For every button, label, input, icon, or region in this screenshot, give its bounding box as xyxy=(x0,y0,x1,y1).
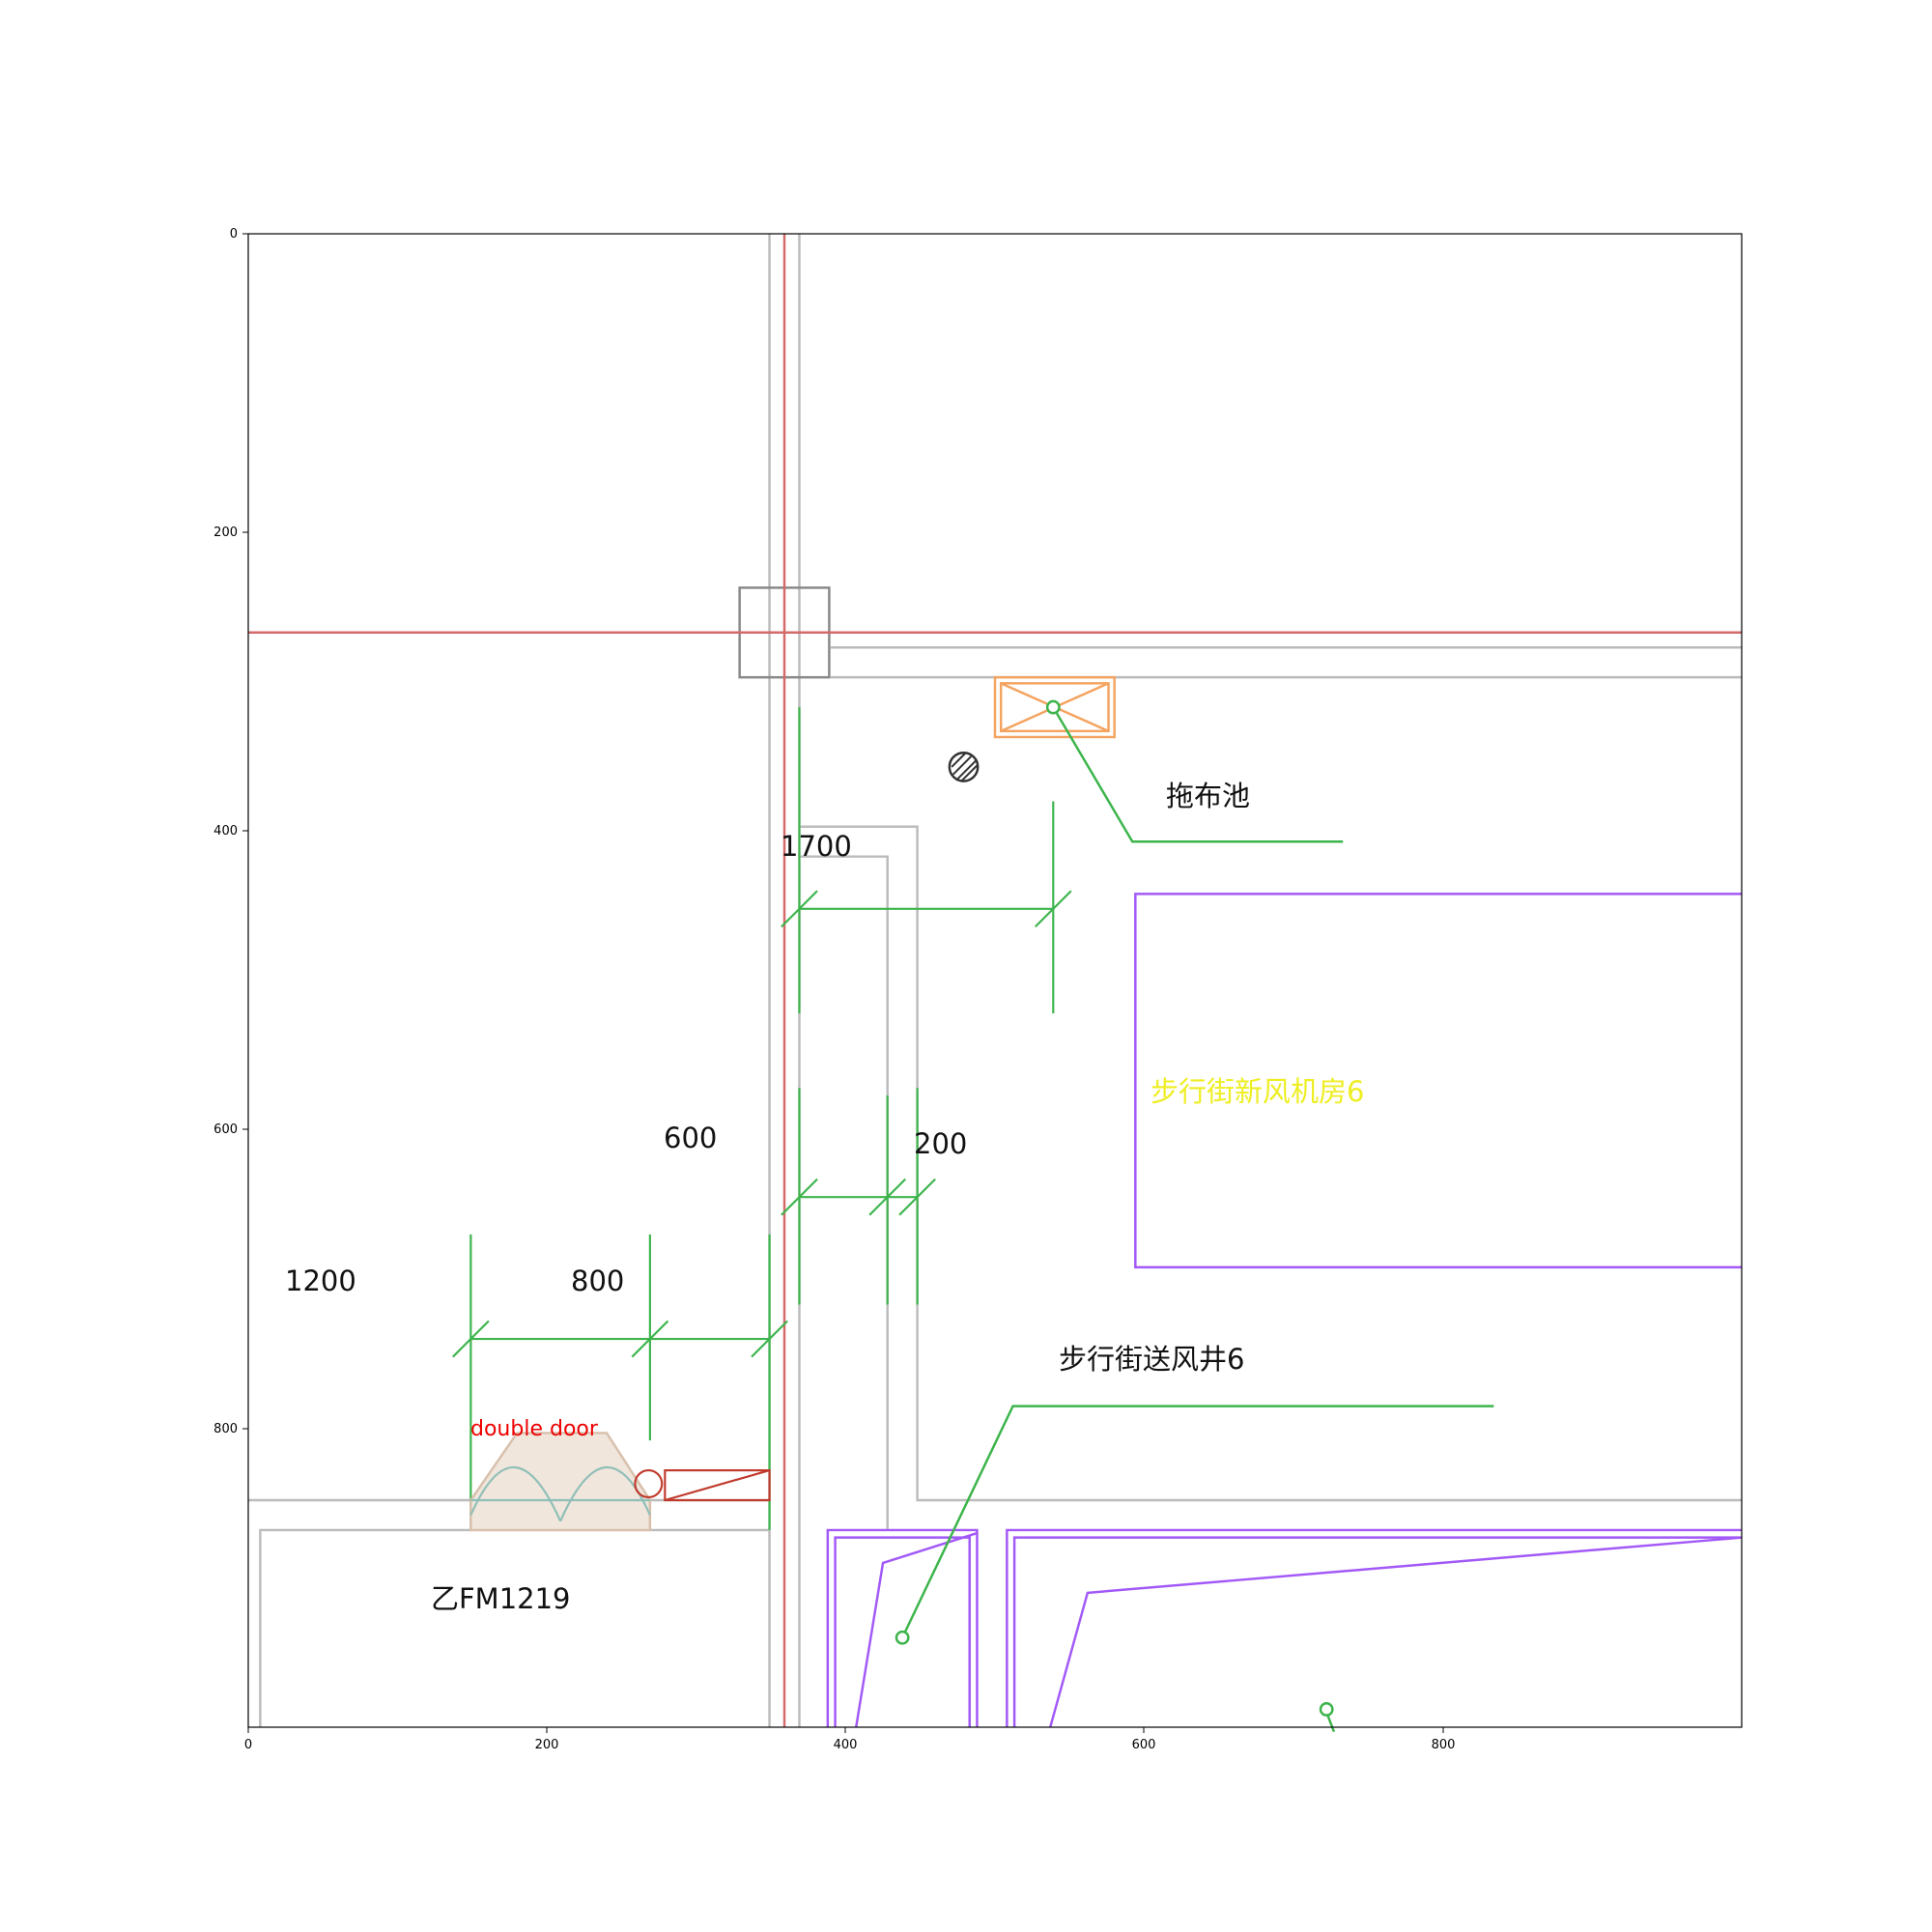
y-tick-label: 800 xyxy=(213,1422,238,1436)
y-tick-label: 0 xyxy=(230,227,238,242)
fresh-air-room-label: 步行街新风机房6 xyxy=(1151,1075,1364,1108)
mop-sink-label: 拖布池 xyxy=(1166,780,1250,812)
axes-frame xyxy=(247,233,1743,1728)
air-ducts xyxy=(826,893,1743,1728)
double-door-symbol xyxy=(469,1432,652,1532)
x-tick-label: 600 xyxy=(1132,1738,1156,1752)
leader-dots xyxy=(895,699,1334,1717)
dimension-label-800: 800 xyxy=(571,1264,624,1297)
floor-drain-icon xyxy=(948,751,980,782)
x-tick-label: 200 xyxy=(535,1738,559,1752)
axis-ticks xyxy=(242,233,1444,1733)
drawing-content xyxy=(248,234,1743,1733)
x-tick-label: 400 xyxy=(834,1738,858,1752)
double-door-label: double door xyxy=(470,1417,599,1441)
door-code-label: 乙FM1219 xyxy=(431,1582,571,1615)
dimension-label-1700: 1700 xyxy=(781,830,852,863)
supply-air-shaft-label: 步行街送风井6 xyxy=(1059,1343,1244,1376)
dimension-label-200: 200 xyxy=(914,1127,967,1160)
grid-axis-lines xyxy=(248,234,1743,1728)
x-tick-label: 800 xyxy=(1432,1738,1456,1752)
fire-hydrant-box xyxy=(634,1469,771,1502)
dimension-label-600: 600 xyxy=(664,1122,717,1154)
y-tick-label: 400 xyxy=(213,824,238,838)
dimension-label-1200: 1200 xyxy=(285,1264,356,1297)
y-tick-label: 200 xyxy=(213,526,238,540)
x-tick-label: 0 xyxy=(244,1738,252,1752)
y-tick-label: 600 xyxy=(213,1122,238,1137)
